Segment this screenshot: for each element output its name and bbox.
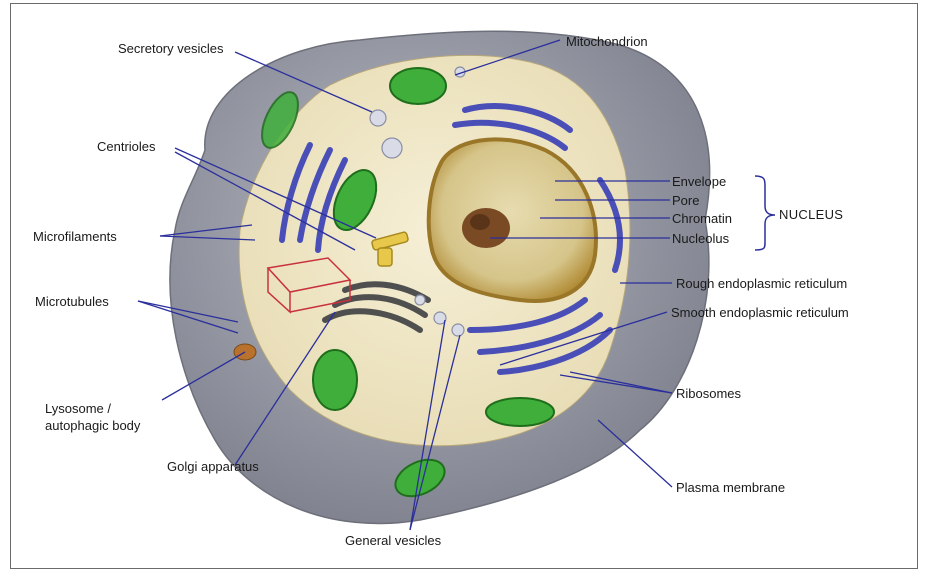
- label-centrioles: Centrioles: [97, 139, 156, 154]
- label-nucleolus: Nucleolus: [672, 231, 729, 246]
- label-envelope: Envelope: [672, 174, 726, 189]
- nucleus-bracket: [755, 176, 775, 250]
- label-ribosomes: Ribosomes: [676, 386, 741, 401]
- label-secretory-vesicles: Secretory vesicles: [118, 41, 223, 56]
- label-microtubules: Microtubules: [35, 294, 109, 309]
- label-plasma-membrane: Plasma membrane: [676, 480, 785, 495]
- label-pore: Pore: [672, 193, 699, 208]
- label-general-vesicles: General vesicles: [345, 533, 441, 548]
- label-chromatin: Chromatin: [672, 211, 732, 226]
- label-golgi-apparatus: Golgi apparatus: [167, 459, 259, 474]
- label-mitochondrion: Mitochondrion: [566, 34, 648, 49]
- label-lysosome-line2: autophagic body: [45, 418, 140, 433]
- label-lysosome-line1: Lysosome /: [45, 401, 111, 416]
- label-rough-er: Rough endoplasmic reticulum: [676, 276, 847, 291]
- label-microfilaments: Microfilaments: [33, 229, 117, 244]
- label-smooth-er: Smooth endoplasmic reticulum: [671, 305, 849, 320]
- label-nucleus: NUCLEUS: [779, 207, 843, 222]
